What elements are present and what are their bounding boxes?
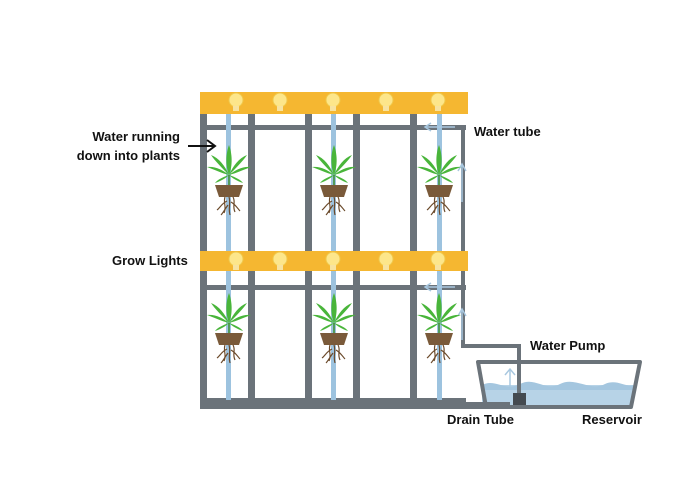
- plant-icon: [206, 292, 252, 364]
- label-drain-tube: Drain Tube: [447, 412, 514, 427]
- flow-arrow-icon: [504, 367, 516, 387]
- plant-icon: [416, 292, 462, 364]
- flow-arrow-icon: [423, 122, 467, 340]
- grow-lights-top: [200, 92, 468, 114]
- pump-tube: [461, 129, 521, 395]
- label-reservoir: Reservoir: [582, 412, 642, 427]
- reservoir-tank: [476, 360, 642, 409]
- label-water-running-line2: down into plants: [77, 148, 180, 163]
- plant-icon: [311, 292, 357, 364]
- plant-icon: [416, 144, 462, 216]
- label-water-pump: Water Pump: [530, 338, 605, 353]
- plant-icon: [311, 144, 357, 216]
- grow-lights-middle: [200, 251, 468, 271]
- water-running-arrow: [188, 139, 217, 153]
- label-grow-lights: Grow Lights: [112, 253, 188, 268]
- plant-icon: [206, 144, 252, 216]
- label-water-tube: Water tube: [474, 124, 541, 139]
- water-pump-icon: [513, 393, 526, 405]
- label-water-running-line1: Water running: [92, 129, 180, 144]
